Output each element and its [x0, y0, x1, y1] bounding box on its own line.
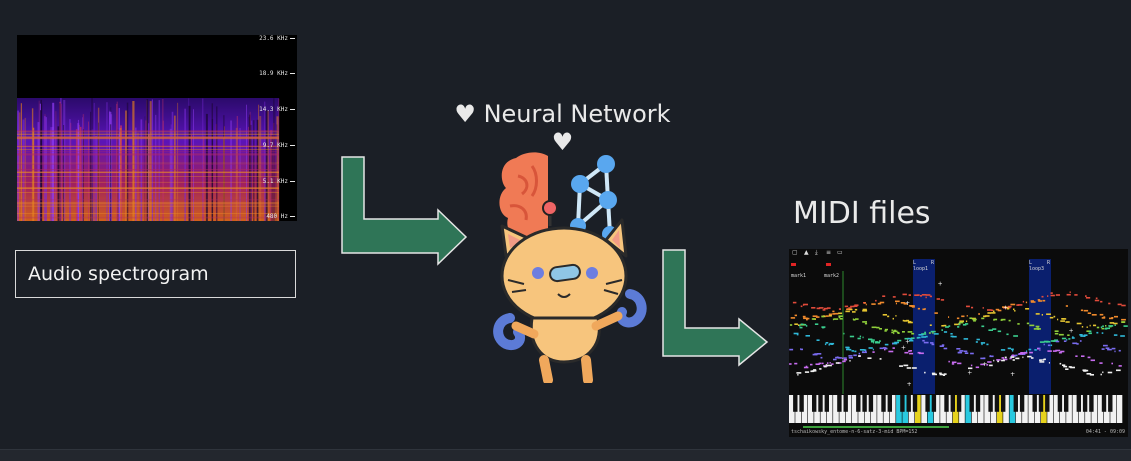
piano-roll: ++++++++++ — [789, 259, 1128, 423]
freq-label: 480 Hz — [266, 213, 295, 220]
svg-text:+: + — [1069, 327, 1074, 334]
neural-network-title: ♥ Neural Network ♥ — [454, 100, 671, 156]
midi-toolbar: ▢ ▲ ⤓ ≡ ▭ — [789, 249, 1128, 259]
neural-network-cat-icon — [493, 152, 647, 383]
svg-text:+: + — [905, 300, 910, 307]
marker-label: mark1 — [791, 273, 807, 279]
spectrogram-caption: Audio spectrogram — [15, 250, 296, 298]
freq-label: 9.7 KHz — [263, 142, 295, 149]
svg-text:+: + — [901, 345, 906, 352]
flag-icon: ▲ — [804, 249, 809, 256]
record-icon: ▢ — [792, 249, 798, 256]
midi-status-text: tschaikowsky_entome-n-6-satz-3-mid BPM=1… — [791, 429, 918, 435]
svg-text:+: + — [967, 370, 972, 377]
marker-label: mark2 — [824, 273, 840, 279]
spectrogram-plot — [17, 98, 280, 221]
bottom-bar — [0, 449, 1131, 461]
loop-label: loop3 — [1029, 266, 1045, 272]
arrow-right-icon — [662, 249, 769, 367]
svg-text:+: + — [905, 338, 910, 345]
playback-progress-bar — [803, 426, 949, 428]
freq-label: 14.3 KHz — [259, 106, 295, 113]
freq-label: 5.1 KHz — [263, 178, 295, 185]
freq-label: 18.9 KHz — [259, 70, 295, 77]
arrow-right-icon — [341, 156, 468, 266]
chat-icon: ▭ — [837, 249, 843, 256]
midi-files-title: MIDI files — [793, 196, 931, 231]
list-icon: ≡ — [826, 249, 832, 256]
loop-letter: L — [1029, 260, 1033, 266]
svg-text:+: + — [1003, 305, 1008, 312]
svg-text:+: + — [982, 361, 987, 368]
midi-time-text: 04:41 - 09:09 — [1085, 429, 1125, 435]
midi-viewer-image: ++++++++++ ▢ ▲ ⤓ ≡ ▭ mark1 mark2 L R L R… — [789, 249, 1128, 437]
loop-letter: L — [913, 260, 917, 266]
spectrogram-image: 23.6 KHz 18.9 KHz 14.3 KHz 9.7 KHz 5.1 K… — [17, 35, 297, 221]
loop-letter: R — [931, 260, 935, 266]
loop-letter: R — [1047, 260, 1051, 266]
freq-label: 23.6 KHz — [259, 35, 295, 42]
svg-text:+: + — [907, 381, 912, 388]
loop-label: loop1 — [913, 266, 929, 272]
svg-text:+: + — [938, 280, 943, 287]
download-icon: ⤓ — [815, 249, 818, 256]
svg-text:+: + — [1010, 371, 1015, 378]
